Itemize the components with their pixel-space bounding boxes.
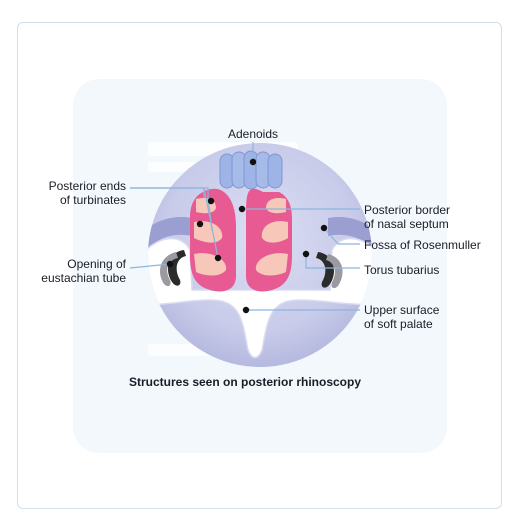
label-septum-2: of nasal septum bbox=[364, 217, 449, 231]
middle-turbinate-marker bbox=[196, 220, 204, 228]
label-palate-2: of soft palate bbox=[364, 317, 433, 331]
adenoids-shape bbox=[219, 150, 283, 190]
left-lateral-wall bbox=[148, 217, 192, 254]
adenoids-marker bbox=[249, 158, 257, 166]
label-opening-1: Opening of bbox=[67, 257, 126, 271]
marker-dots bbox=[166, 158, 328, 314]
label-adenoids: Adenoids bbox=[228, 127, 278, 141]
label-posterior-ends-2: of turbinates bbox=[60, 193, 126, 207]
fossa-marker bbox=[320, 224, 328, 232]
leader-lines bbox=[129, 142, 360, 311]
label-septum-1: Posterior border bbox=[364, 203, 450, 217]
label-posterior-ends-1: Posterior ends bbox=[49, 179, 126, 193]
label-torus: Torus tubarius bbox=[364, 263, 439, 277]
label-palate-1: Upper surface bbox=[364, 303, 440, 317]
upper-turbinate-marker bbox=[207, 197, 215, 205]
eustachian-marker bbox=[166, 260, 174, 268]
figure-caption: Structures seen on posterior rhinoscopy bbox=[129, 375, 361, 389]
label-opening-2: eustachian tube bbox=[41, 271, 126, 285]
label-fossa: Fossa of Rosenmuller bbox=[364, 238, 481, 252]
right-torus bbox=[326, 254, 343, 289]
inferior-turbinate-marker bbox=[214, 254, 222, 262]
palate-marker bbox=[242, 306, 250, 314]
left-torus bbox=[160, 252, 178, 287]
torus-marker bbox=[302, 250, 310, 258]
septum-marker bbox=[238, 205, 246, 213]
